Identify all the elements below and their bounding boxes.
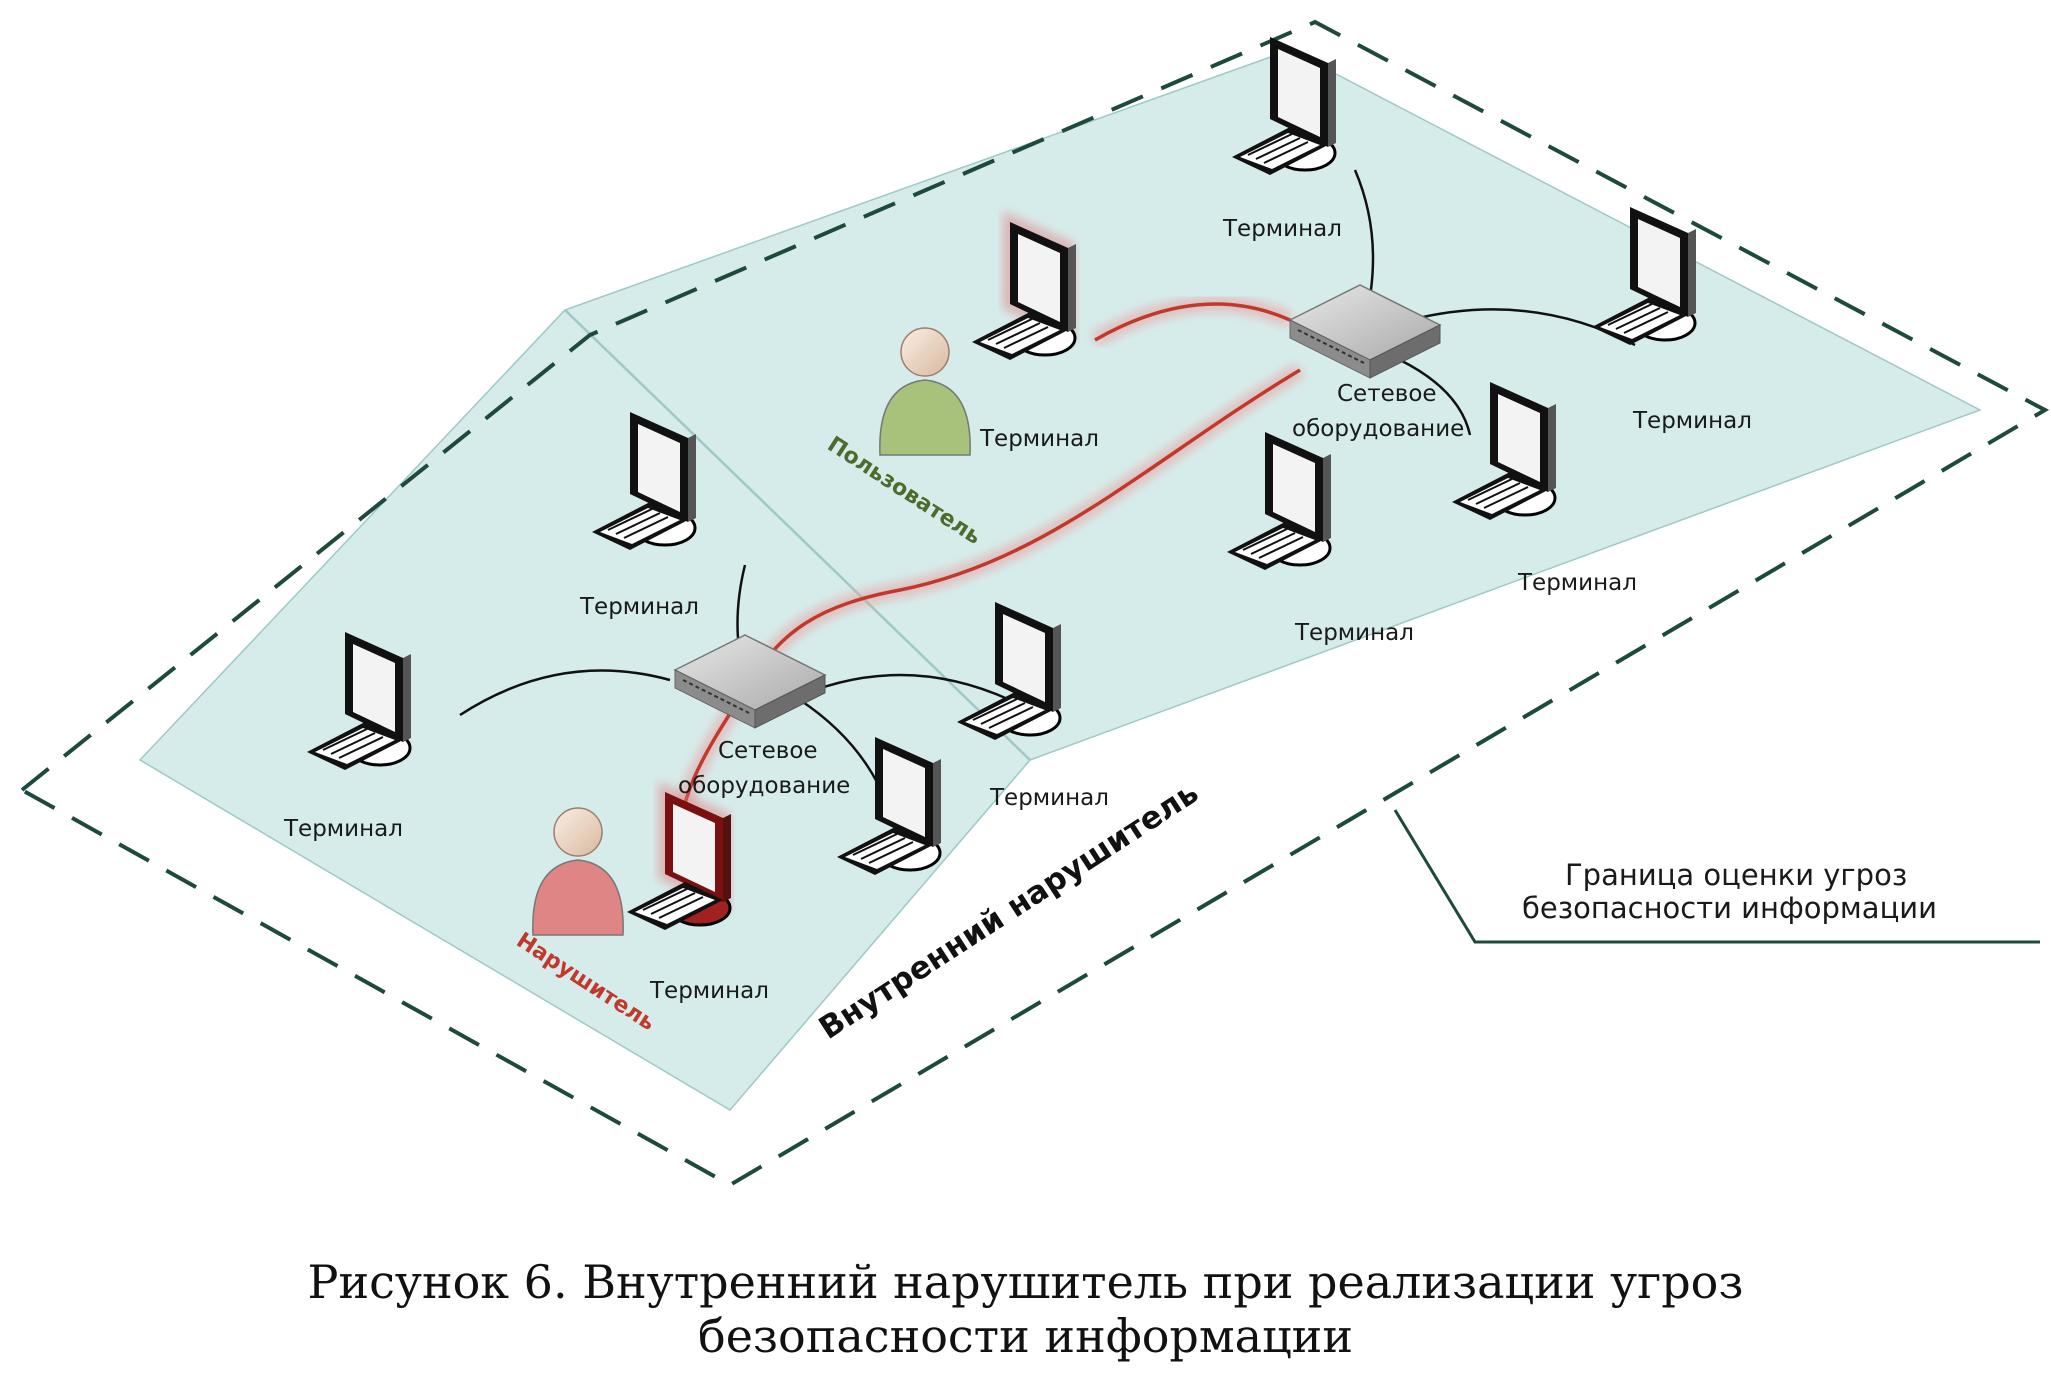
figure-caption-line2: безопасности информации xyxy=(698,1309,1353,1363)
boundary-label-line2: безопасности информации xyxy=(1522,891,1937,925)
terminal-label-mid-right: Терминал xyxy=(1517,570,1637,596)
boundary-label-line1: Граница оценки угроз xyxy=(1565,858,1907,892)
terminal-label-top-right: Терминал xyxy=(1222,216,1342,242)
terminal-violator xyxy=(627,781,732,930)
network-equipment-label-left-line1: Сетевое xyxy=(718,738,818,764)
threat-diagram: Терминал Терминал Терминал Терминал Терм… xyxy=(18,19,2050,1188)
figure-caption: Рисунок 6. Внутренний нарушитель при реа… xyxy=(0,1255,2051,1363)
terminal-label-left: Терминал xyxy=(283,816,403,842)
terminal-label-user: Терминал xyxy=(979,426,1099,452)
assessment-boundary xyxy=(18,19,2050,1188)
network-equipment-label-right-line2: оборудование xyxy=(1292,416,1464,442)
floor-zones xyxy=(138,49,1982,1111)
terminal-label-upper-left: Терминал xyxy=(579,594,699,620)
terminal-label-violator: Терминал xyxy=(649,978,769,1004)
terminal-label-mid: Терминал xyxy=(1294,620,1414,646)
terminal-label-center: Терминал xyxy=(989,785,1109,811)
figure-caption-line1: Рисунок 6. Внутренний нарушитель при реа… xyxy=(307,1255,1744,1309)
zone-divider xyxy=(564,309,1031,761)
terminal-label-right: Терминал xyxy=(1632,408,1752,434)
terminal-user xyxy=(970,211,1078,362)
attack-path xyxy=(671,296,1305,861)
boundary-leader-line xyxy=(1393,809,2040,944)
network-equipment-label-left-line2: оборудование xyxy=(678,773,850,799)
network-equipment-label-right-line1: Сетевое xyxy=(1337,381,1437,407)
